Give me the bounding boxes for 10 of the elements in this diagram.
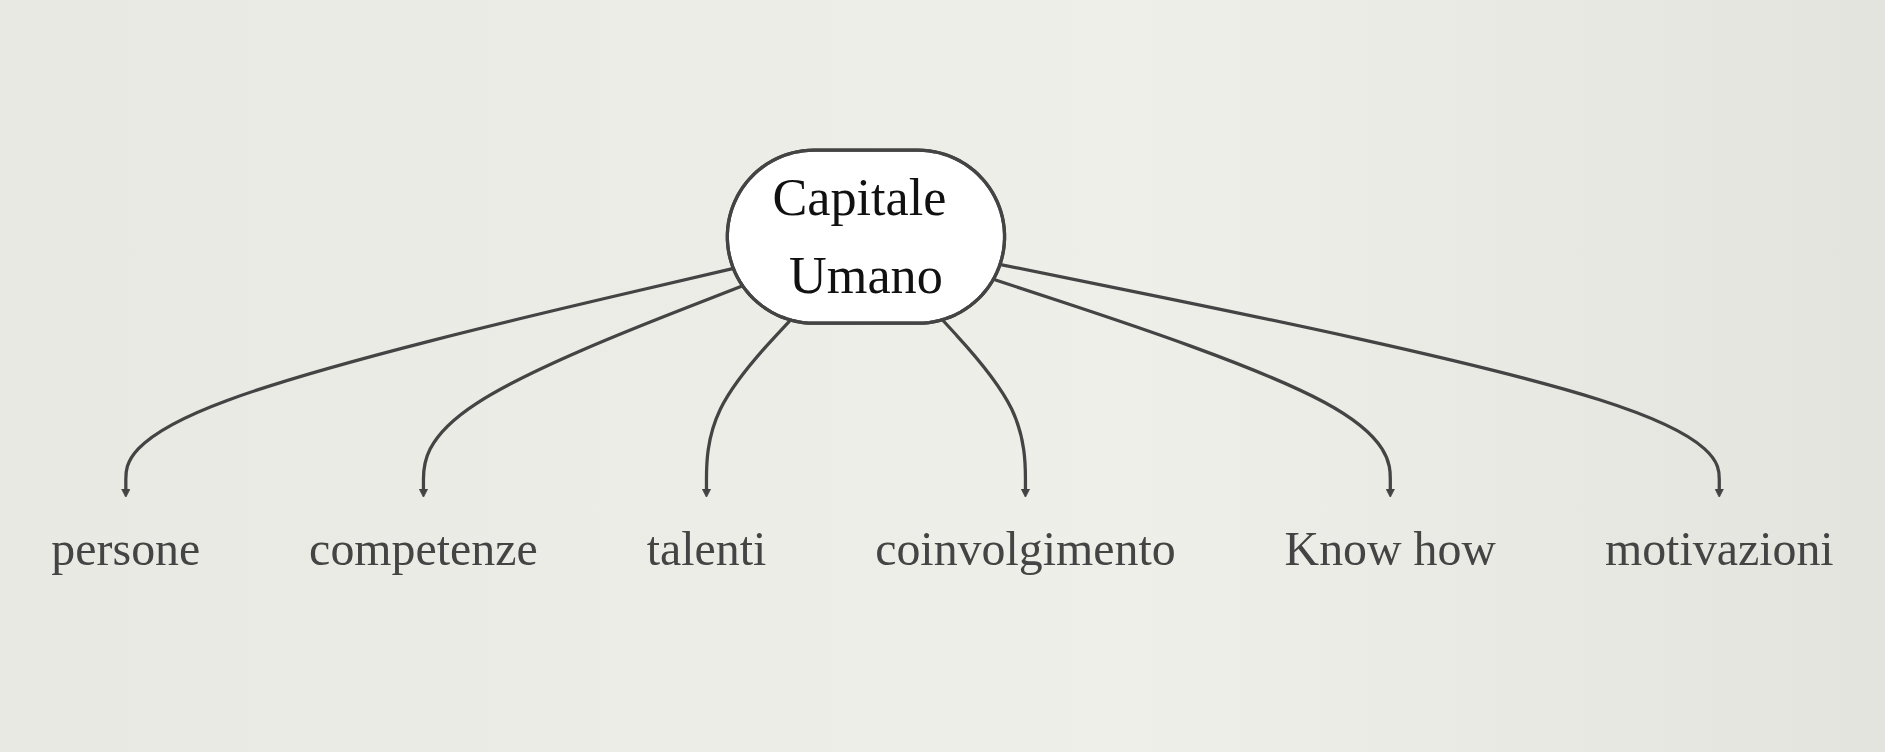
arrow (993, 277, 1396, 498)
node-text: coinvolgimento (875, 522, 1176, 576)
node-text: motivazioni (1604, 522, 1834, 576)
node-text: talenti (646, 522, 767, 576)
arrow (701, 319, 792, 498)
arrow (1000, 262, 1725, 498)
node-text: persone (51, 522, 201, 576)
node-text: competenze (309, 522, 538, 576)
node-text: Know how (1284, 522, 1497, 576)
arrow (941, 319, 1031, 498)
